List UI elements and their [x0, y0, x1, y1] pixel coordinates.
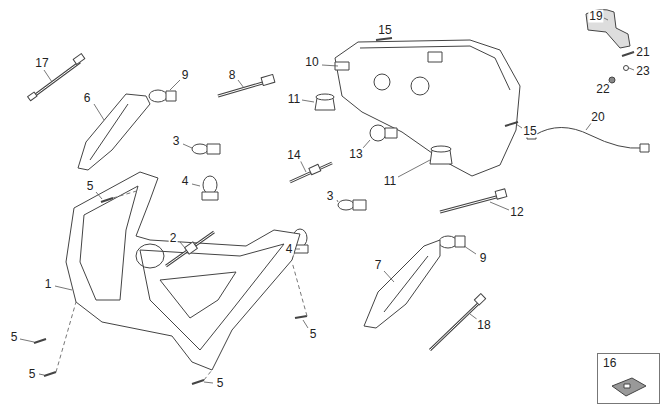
callout-number: 23 — [635, 65, 650, 78]
callout-number: 10 — [304, 56, 319, 69]
callout-number: 8 — [228, 69, 237, 82]
callout-number: 9 — [181, 69, 190, 82]
callout-number: 21 — [635, 46, 650, 59]
callout-number: 5 — [28, 368, 37, 381]
callout-number: 4 — [181, 175, 190, 188]
callout-number: 5 — [86, 180, 95, 193]
callout-number: 11 — [383, 175, 397, 188]
callout-number: 12 — [509, 206, 524, 219]
callout-number: 18 — [476, 319, 491, 332]
callout-number: 13 — [348, 148, 363, 161]
callout-number: 9 — [479, 252, 488, 265]
callout-number: 3 — [326, 190, 335, 203]
callout-number: 16 — [603, 357, 616, 370]
callout-number: 17 — [34, 57, 49, 70]
part-box: 16 — [597, 353, 660, 404]
callout-number: 4 — [285, 243, 294, 256]
callout-number: 5 — [309, 328, 318, 341]
callout-number: 1 — [44, 278, 53, 291]
callout-number: 2 — [169, 232, 178, 245]
callout-number: 5 — [216, 377, 225, 390]
callout-number: 19 — [588, 10, 603, 23]
callout-number: 6 — [83, 92, 92, 105]
callout-number: 3 — [172, 135, 181, 148]
callout-number: 20 — [590, 111, 605, 124]
callout-number: 11 — [287, 93, 301, 106]
callout-number: 15 — [522, 125, 537, 138]
callout-number: 5 — [10, 331, 19, 344]
callout-number: 15 — [377, 24, 392, 37]
callout-number: 22 — [595, 83, 610, 96]
callout-number: 14 — [286, 149, 301, 162]
callout-number: 7 — [374, 259, 383, 272]
